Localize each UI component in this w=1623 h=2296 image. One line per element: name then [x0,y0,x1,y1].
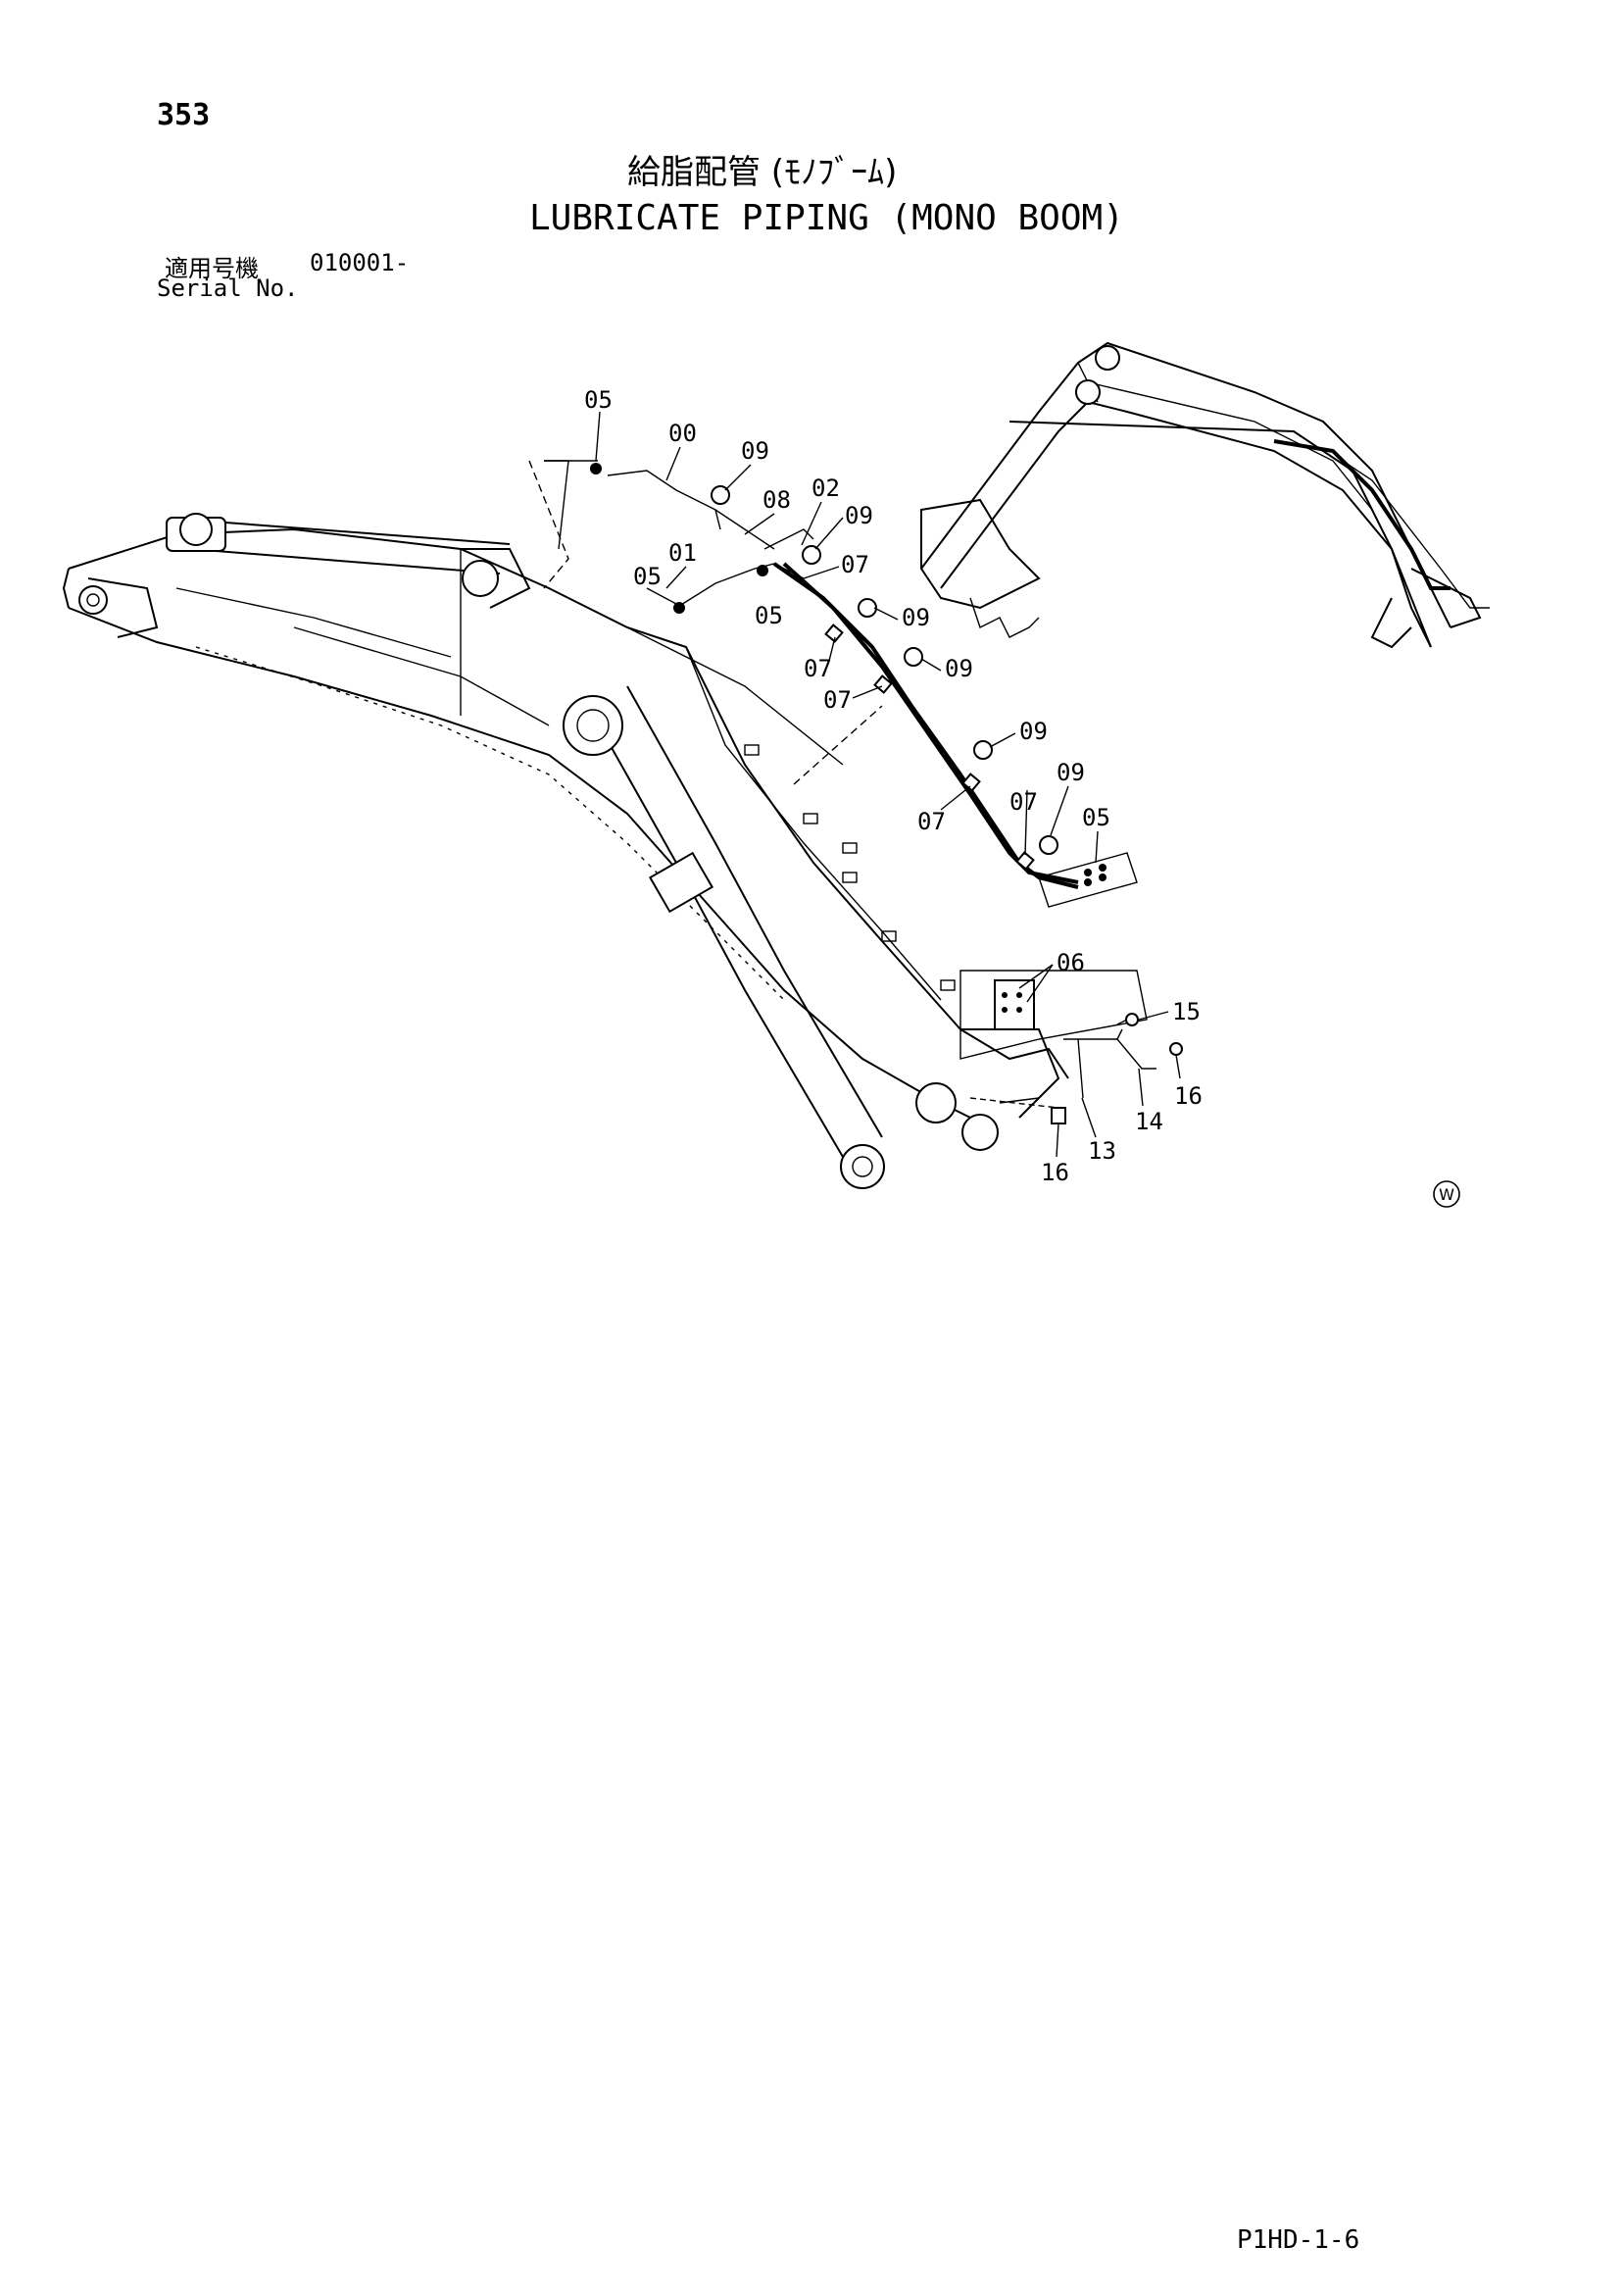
callout-15: 15 [1172,998,1201,1025]
callout-08: 08 [762,486,791,514]
callout-05: 05 [633,563,662,590]
callout-16: 16 [1041,1159,1069,1186]
callout-05: 05 [755,602,783,629]
callout-00: 00 [668,420,697,447]
callout-09: 09 [741,437,769,465]
svg-text:W: W [1439,1185,1454,1204]
callout-05: 05 [584,386,613,414]
serial-value: 010001- [310,249,410,276]
part-callouts: 05 00 09 08 02 09 01 07 05 05 09 07 09 0… [584,386,1203,1186]
lubricate-piping-diagram: 05 00 09 08 02 09 01 07 05 05 09 07 09 0… [62,341,1490,1208]
callout-01: 01 [668,539,697,567]
callout-06: 06 [1057,949,1085,976]
serial-label-japanese: 適用号機 [165,255,259,282]
callout-07: 07 [823,686,852,714]
callout-09: 09 [945,655,973,682]
callout-09: 09 [902,604,930,631]
callout-13: 13 [1088,1137,1116,1165]
serial-label-english: Serial No. [157,275,299,302]
callout-09: 09 [845,502,873,529]
callout-07: 07 [917,808,946,835]
callout-09: 09 [1057,759,1085,786]
boom-nose-detail [959,970,1183,1124]
boom-illustration [62,460,1069,1189]
callout-16: 16 [1174,1082,1203,1110]
callout-05: 05 [1082,804,1110,831]
watermark-symbol: W [1433,1180,1460,1208]
callout-07: 07 [804,655,832,682]
callout-02: 02 [812,474,840,502]
overview-excavator [920,341,1490,649]
document-code: P1HD-1-6 [1237,2225,1360,2255]
callout-14: 14 [1135,1108,1163,1135]
callout-09: 09 [1019,718,1048,745]
title-english: LUBRICATE PIPING (MONO BOOM) [529,198,1124,238]
title-japanese: 給脂配管 (ﾓﾉﾌﾞｰﾑ) [627,153,898,192]
lubricate-pipe-assembly [544,460,1138,908]
callout-07: 07 [1009,788,1038,816]
callout-07: 07 [841,551,869,578]
page-number: 353 [157,98,211,132]
